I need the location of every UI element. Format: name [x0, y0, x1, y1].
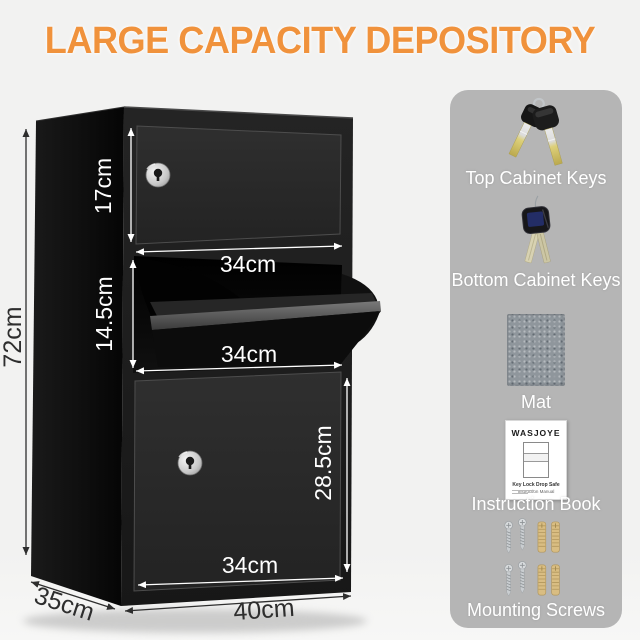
dim-width: 40cm	[233, 594, 296, 626]
dim-drop-slot-width: 34cm	[221, 341, 277, 367]
mounting-screws-icon	[504, 518, 560, 597]
dimension-annotations-outer: 72cm 35cm 40cm	[0, 129, 352, 627]
page-title: LARGE CAPACITY DEPOSITORY	[44, 20, 596, 62]
book-subtitle-text: Instruction Manual	[517, 489, 555, 494]
accessory-label: Mat	[520, 392, 551, 412]
accessories-panel: Top Cabinet Keys Bottom Ca	[450, 90, 622, 628]
book-title-text: Key Lock Drop Safe	[512, 482, 560, 488]
accessory-item-top-keys	[450, 96, 622, 170]
accessory-label: Bottom Cabinet Keys	[451, 270, 621, 290]
accessory-label: Top Cabinet Keys	[465, 168, 607, 188]
dim-bottom-door-height: 28.5cm	[310, 425, 336, 500]
accessory-item-mat	[450, 314, 622, 386]
dimension-annotations-inner: 17cm 34cm 14.5cm 34cm 28.5cm 34cm	[90, 128, 351, 589]
floor-reflection	[23, 609, 367, 633]
safe-side-panel	[31, 107, 124, 606]
safe-side-top-edge	[35, 106, 125, 122]
safe-top-edge-highlight	[123, 106, 354, 119]
top-cabinet-lock-icon	[145, 162, 171, 188]
dim-bottom-door-width: 34cm	[222, 552, 278, 578]
dim-overall-height: 72cm	[0, 306, 27, 367]
top-cabinet-door	[135, 125, 342, 245]
book-safe-drawing	[523, 442, 549, 478]
instruction-book-icon: WASJOYE Key Lock Drop Safe Instruction M…	[505, 420, 567, 500]
dim-top-door-width: 34cm	[220, 251, 276, 277]
accessory-item-book: WASJOYE Key Lock Drop Safe Instruction M…	[450, 420, 622, 500]
book-footer-lines	[512, 488, 534, 494]
dim-drop-slot-height: 14.5cm	[91, 276, 117, 351]
accessory-item-bottom-keys	[450, 194, 622, 268]
top-cabinet-keys-icon	[508, 97, 563, 166]
bottom-cabinet-lock-icon	[177, 450, 203, 476]
drop-flap	[150, 274, 381, 367]
bottom-cabinet-keys-icon	[521, 195, 551, 264]
accessory-label: Instruction Book	[471, 494, 601, 514]
safe-body: WASJOYE	[31, 106, 381, 606]
dim-top-door-height: 17cm	[90, 158, 116, 214]
accessory-label: Mounting Screws	[466, 600, 606, 620]
safe-illustration: WASJOYE 17cm 34cm 14.5cm 34cm 28.5cm	[0, 106, 381, 633]
book-brand-text: WASJOYE	[511, 428, 561, 438]
mat-icon	[507, 314, 565, 386]
accessory-item-screws	[450, 518, 622, 600]
